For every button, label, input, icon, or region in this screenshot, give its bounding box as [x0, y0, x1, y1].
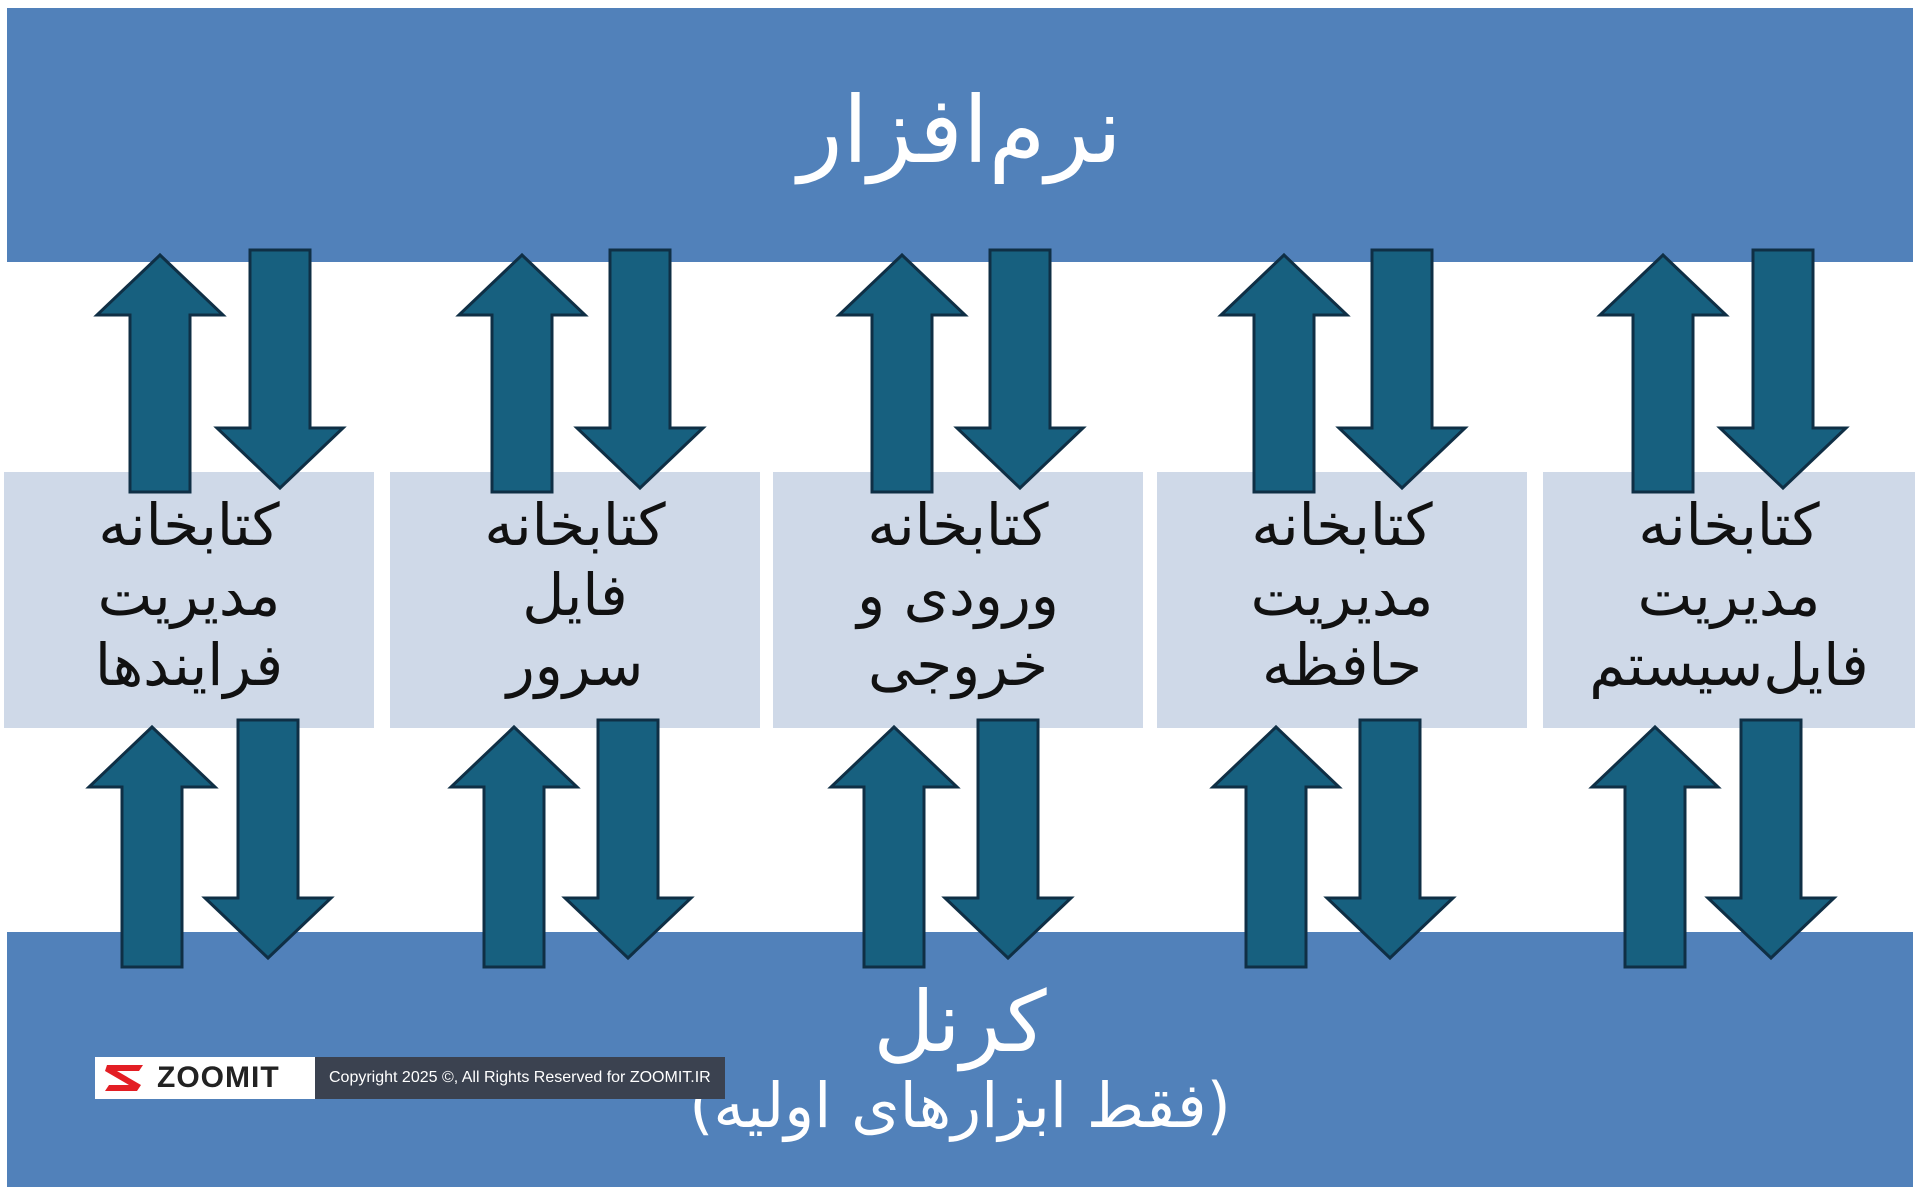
library-label: کتابخانه مدیریت حافظه [1157, 490, 1527, 700]
library-label-line: کتابخانه [1638, 491, 1820, 559]
kernel-layer-sublabel: (فقط ابزارهای اولیه) [689, 1069, 1231, 1142]
arrow-up-to-software-2 [455, 252, 589, 494]
library-box-file-server: کتابخانه فایل سرور [390, 472, 760, 728]
watermark-copyright: Copyright 2025 ©, All Rights Reserved fo… [315, 1057, 725, 1099]
library-box-input-output: کتابخانه ورودی و خروجی [773, 472, 1143, 728]
arrow-down-to-library-4 [1335, 248, 1469, 491]
zoomit-logo-icon [105, 1065, 143, 1091]
library-label: کتابخانه فایل سرور [390, 490, 760, 700]
library-label-line: کتابخانه [484, 491, 666, 559]
arrow-down-to-kernel-2 [561, 718, 695, 961]
library-label-line: کتابخانه [1251, 491, 1433, 559]
library-box-process-management: کتابخانه مدیریت فرایندها [4, 472, 374, 728]
arrow-down-to-kernel-3 [941, 718, 1075, 961]
watermark-brand: ZOOMIT [157, 1061, 280, 1094]
arrow-up-to-software-1 [93, 252, 227, 494]
library-label: کتابخانه ورودی و خروجی [773, 490, 1143, 700]
library-label-line: فایل [522, 561, 628, 629]
arrow-up-to-software-3 [835, 252, 969, 494]
watermark: ZOOMIT Copyright 2025 ©, All Rights Rese… [95, 1057, 725, 1099]
library-label-line: ورودی و [857, 561, 1059, 629]
arrow-down-to-kernel-5 [1704, 718, 1838, 961]
arrow-up-to-library-1 [85, 724, 219, 969]
watermark-logo: ZOOMIT [95, 1057, 315, 1099]
library-box-memory-management: کتابخانه مدیریت حافظه [1157, 472, 1527, 728]
kernel-layer-label: کرنل [873, 973, 1047, 1071]
library-label-line: سرور [506, 631, 644, 699]
library-label: کتابخانه مدیریت فرایندها [4, 490, 374, 700]
arrow-down-to-library-5 [1716, 248, 1850, 491]
arrow-up-to-library-4 [1209, 724, 1343, 969]
library-label-line: مدیریت [1250, 561, 1434, 629]
software-layer-label: نرم‌افزار [798, 77, 1122, 184]
arrow-up-to-library-5 [1588, 724, 1722, 969]
arrow-up-to-library-2 [447, 724, 581, 969]
arrow-down-to-library-3 [953, 248, 1087, 491]
arrow-down-to-library-1 [213, 248, 347, 491]
library-box-filesystem-management: کتابخانه مدیریت فایل‌سیستم [1543, 472, 1915, 728]
library-label-line: حافظه [1262, 631, 1422, 699]
library-label-line: فایل‌سیستم [1589, 631, 1869, 699]
arrow-up-to-library-3 [827, 724, 961, 969]
library-label-line: فرایندها [94, 631, 284, 699]
arrow-down-to-kernel-4 [1323, 718, 1457, 961]
library-label: کتابخانه مدیریت فایل‌سیستم [1543, 490, 1915, 700]
arrow-up-to-software-5 [1596, 252, 1730, 494]
arrow-down-to-kernel-1 [201, 718, 335, 961]
library-label-line: کتابخانه [98, 491, 280, 559]
arrow-up-to-software-4 [1217, 252, 1351, 494]
arrow-down-to-library-2 [573, 248, 707, 491]
library-label-line: کتابخانه [867, 491, 1049, 559]
library-label-line: مدیریت [97, 561, 281, 629]
library-label-line: مدیریت [1637, 561, 1821, 629]
software-layer: نرم‌افزار [7, 8, 1913, 262]
library-label-line: خروجی [867, 631, 1049, 699]
